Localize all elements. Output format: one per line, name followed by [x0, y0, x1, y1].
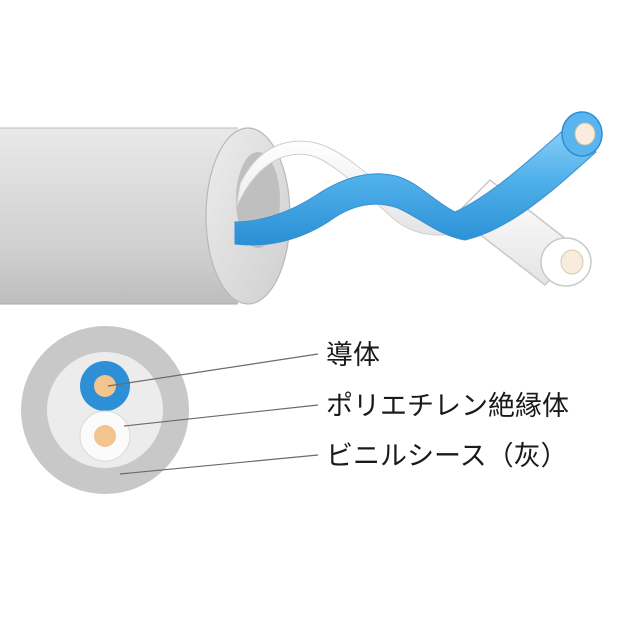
insulation-leader: [123, 404, 319, 427]
sheath-label: ビニルシース（灰）: [326, 441, 568, 472]
outer-sheath: [0, 127, 291, 305]
leader-lines: [107, 353, 319, 475]
cross-section: [21, 326, 189, 494]
twisted-pair: [234, 111, 603, 246]
blue-conductor: [94, 375, 116, 397]
insulation-label: ポリエチレン絶縁体: [326, 391, 569, 422]
conductor-label: 導体: [326, 340, 380, 371]
cable-side-view: [0, 111, 603, 305]
white-conductor: [94, 425, 116, 447]
conductor-leader: [107, 353, 319, 387]
sheath-leader: [119, 454, 319, 475]
